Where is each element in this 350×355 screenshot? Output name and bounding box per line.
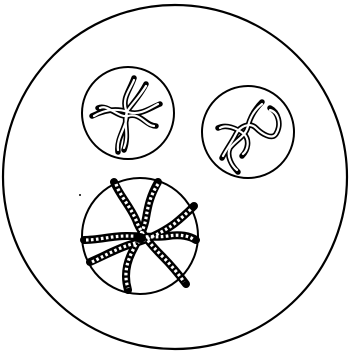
strand-highlights-top-right [220, 104, 279, 170]
inner-cell-top-left [82, 67, 174, 159]
inner-cell-top-right [202, 86, 294, 178]
inner-cell-bottom [82, 178, 198, 294]
outer-cell-circle [3, 5, 347, 349]
speck [79, 194, 81, 196]
centromere-knot [134, 233, 146, 243]
